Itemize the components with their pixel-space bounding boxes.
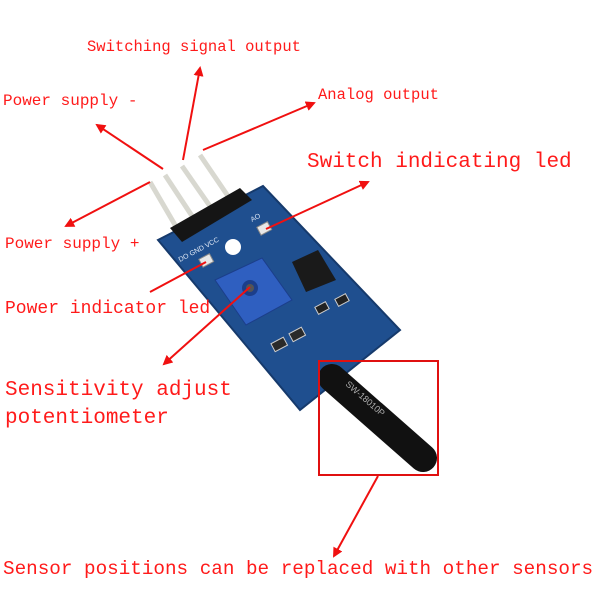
label-power-supply-minus: Power supply - (3, 92, 137, 110)
arrow-sensitivity (162, 286, 251, 366)
arrow-switch-led (265, 180, 370, 230)
label-analog-output: Analog output (318, 86, 439, 104)
label-sensor-positions: Sensor positions can be replaced with ot… (3, 558, 593, 580)
arrow-power-minus (95, 123, 164, 170)
label-sensitivity-line1: Sensitivity adjust (5, 379, 232, 402)
arrow-sensor-positions (333, 475, 379, 558)
header-pins (147, 153, 235, 232)
vibration-sensor: SW-18010P (318, 364, 437, 472)
smd-component (314, 300, 330, 316)
label-power-indicator-led: Power indicator led (5, 299, 210, 319)
ao-label: AO (250, 213, 263, 224)
label-switch-indicating-led: Switch indicating led (307, 151, 572, 174)
label-switching-signal-output: Switching signal output (87, 38, 301, 56)
arrow-switching-signal (182, 66, 204, 161)
switch-led (256, 220, 273, 236)
label-sensitivity-line2: potentiometer (5, 407, 169, 430)
pin-header (170, 188, 252, 242)
mounting-hole (225, 239, 241, 255)
arrow-power-led (149, 261, 207, 293)
arrow-power-plus (64, 181, 151, 227)
comparator-chip (292, 250, 336, 292)
arrow-analog-output (202, 101, 316, 151)
smd-component (334, 292, 350, 308)
smd-capacitor (288, 326, 307, 343)
sensor-highlight-box (318, 360, 439, 476)
smd-capacitor (270, 336, 289, 353)
label-power-supply-plus: Power supply + (5, 235, 139, 253)
